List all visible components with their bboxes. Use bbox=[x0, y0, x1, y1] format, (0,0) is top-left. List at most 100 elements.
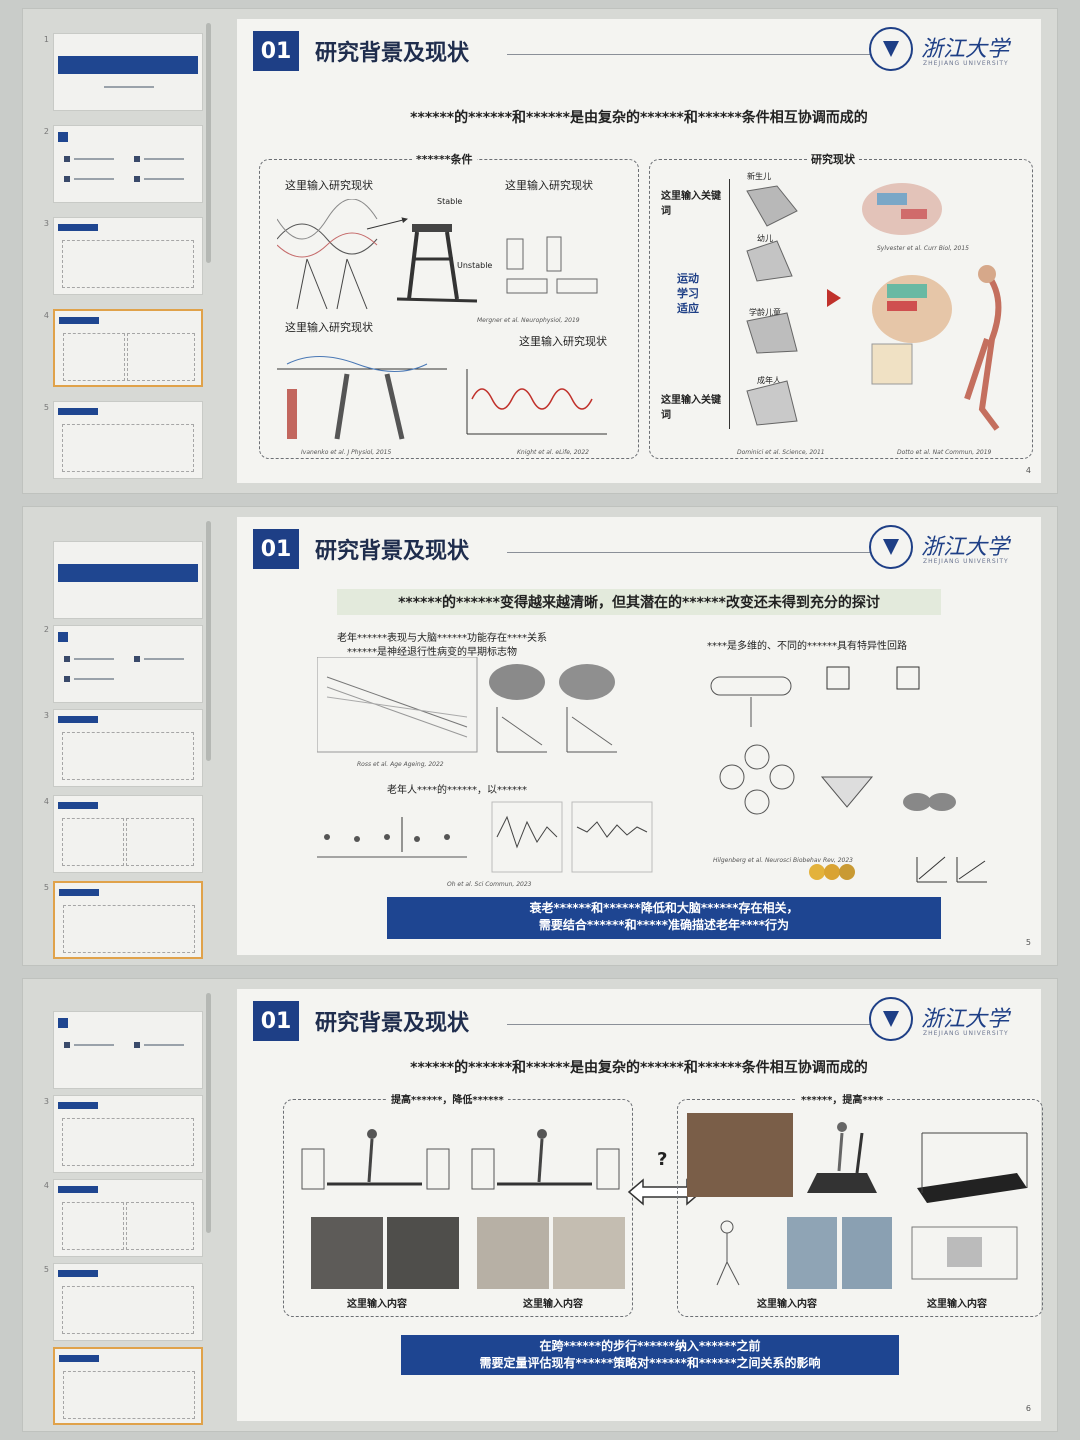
slide-thumbnail-6[interactable] bbox=[53, 1347, 203, 1425]
right-study-title: ******，提高**** bbox=[797, 1091, 888, 1106]
neural-circuit-diagram bbox=[710, 666, 987, 883]
multidimensional-label: ****是多维的、不同的******具有特异性回路 bbox=[707, 641, 907, 652]
slide-6: 01 研究背景及现状 浙江大学 ZHEJIANG UNIVERSITY ****… bbox=[237, 989, 1043, 1421]
conclusion-banner: 在跨******的步行******纳入******之前 需要定量评估现有****… bbox=[401, 1335, 899, 1375]
red-arrow-icon bbox=[827, 289, 841, 307]
citation: Hilgenberg et al. Neurosci Biobehav Rev,… bbox=[713, 857, 853, 864]
logo-subtitle: ZHEJIANG UNIVERSITY bbox=[923, 60, 1009, 67]
slide-sorter-sidebar: 3 4 5 bbox=[37, 993, 213, 1425]
conclusion-line-2: 需要结合******和*****准确描述老年****行为 bbox=[538, 918, 790, 932]
treadmill-icons bbox=[807, 1122, 1028, 1203]
slide-thumbnail-3[interactable] bbox=[53, 217, 203, 295]
biomarker-label: ******是神经退行性病变的早期标志物 bbox=[347, 647, 517, 658]
logo-name: 浙江大学 bbox=[921, 1007, 1010, 1032]
left-study-title: 提高******，降低****** bbox=[387, 1091, 508, 1106]
conditions-title: ******条件 bbox=[412, 151, 477, 167]
thumb-number: 5 bbox=[43, 403, 49, 412]
citation: Oh et al. Sci Commun, 2023 bbox=[447, 881, 532, 888]
conclusion-banner: 衰老******和******降低和大脑******存在相关， 需要结合****… bbox=[387, 897, 941, 939]
slide-subtitle: ******的******和******是由复杂的******和******条件… bbox=[410, 1060, 868, 1076]
photo-walking-1 bbox=[477, 1217, 549, 1289]
sidebar-scrollbar[interactable] bbox=[206, 993, 211, 1233]
gait-figure-sketch bbox=[277, 199, 607, 440]
research-label: 这里输入研究现状 bbox=[285, 179, 373, 192]
caption-right-2: 这里输入内容 bbox=[927, 1299, 987, 1310]
slide-thumbnail-4[interactable] bbox=[53, 1179, 203, 1257]
slide-panel-1: 1 2 3 4 5 01 研究背景及现状 浙江大学 Z bbox=[22, 8, 1058, 494]
caption-left-1: 这里输入内容 bbox=[347, 1299, 407, 1310]
university-seal-icon bbox=[869, 525, 913, 569]
conclusion-line-1: 在跨******的步行******纳入******之前 bbox=[539, 1339, 761, 1353]
stage-toddler: 幼儿 bbox=[757, 234, 773, 243]
research-status-title: 研究现状 bbox=[807, 151, 859, 167]
logo-subtitle: ZHEJIANG UNIVERSITY bbox=[923, 1030, 1009, 1037]
slide-thumbnail-1[interactable] bbox=[53, 541, 203, 619]
section-number: 01 bbox=[253, 529, 299, 569]
zju-logo: 浙江大学 ZHEJIANG UNIVERSITY bbox=[869, 997, 1019, 1045]
thumb-number: 5 bbox=[43, 883, 49, 892]
thumb-number: 4 bbox=[43, 797, 49, 806]
slide-thumbnail-2[interactable] bbox=[53, 625, 203, 703]
logo-name: 浙江大学 bbox=[921, 37, 1010, 62]
slide-thumbnail-4[interactable] bbox=[53, 795, 203, 873]
zju-logo: 浙江大学 ZHEJIANG UNIVERSITY bbox=[869, 525, 1019, 573]
walking-diagrams bbox=[716, 1217, 1018, 1289]
slide-thumbnail-4[interactable] bbox=[53, 309, 203, 387]
unstable-label: Unstable bbox=[457, 261, 493, 270]
thumb-number: 2 bbox=[43, 127, 49, 136]
development-figures bbox=[746, 185, 798, 426]
thumb-number: 5 bbox=[43, 1265, 49, 1274]
conclusion-line-1: 衰老******和******降低和大脑******存在相关， bbox=[529, 901, 799, 915]
thumb-number: 3 bbox=[43, 219, 49, 228]
slide-thumbnail-1[interactable] bbox=[53, 33, 203, 111]
slide-thumbnail-2[interactable] bbox=[53, 125, 203, 203]
slide-thumbnail-2[interactable] bbox=[53, 1011, 203, 1089]
slide-thumbnail-3[interactable] bbox=[53, 1095, 203, 1173]
question-mark: ? bbox=[657, 1149, 668, 1170]
header-divider bbox=[507, 54, 871, 55]
elderly-label: 老年人****的******，以****** bbox=[387, 785, 527, 796]
stage-newborn: 新生儿 bbox=[747, 172, 771, 181]
slide-thumbnail-5[interactable] bbox=[53, 1263, 203, 1341]
citation: Dominici et al. Science, 2011 bbox=[737, 449, 825, 456]
conclusion-line-2: 需要定量评估现有******策略对******和******之间关系的影响 bbox=[479, 1356, 821, 1370]
brain-pathway-figures bbox=[862, 183, 1002, 431]
section-number: 01 bbox=[253, 1001, 299, 1041]
citation: Mergner et al. Neurophysiol, 2019 bbox=[477, 317, 580, 324]
section-number: 01 bbox=[253, 31, 299, 71]
section-title: 研究背景及现状 bbox=[315, 1011, 470, 1036]
slide-thumbnail-3[interactable] bbox=[53, 709, 203, 787]
aging-decline-charts bbox=[317, 657, 617, 753]
caption-left-2: 这里输入内容 bbox=[523, 1299, 583, 1310]
page-number: 4 bbox=[1025, 466, 1031, 475]
keyword-label-top: 这里输入关键词 bbox=[661, 191, 721, 217]
section-title: 研究背景及现状 bbox=[315, 41, 470, 66]
page-number: 6 bbox=[1025, 1404, 1031, 1413]
sidebar-scrollbar[interactable] bbox=[206, 521, 211, 761]
header-divider bbox=[507, 552, 871, 553]
slide-sorter-sidebar: 1 2 3 4 5 bbox=[37, 23, 213, 479]
logo-name: 浙江大学 bbox=[921, 535, 1010, 560]
motor-learning-label: 运动学习适应 bbox=[677, 272, 699, 315]
photo-running-1 bbox=[311, 1217, 383, 1289]
photo-walking-2 bbox=[553, 1217, 625, 1289]
sidebar-scrollbar[interactable] bbox=[206, 23, 211, 263]
slide-thumbnail-5[interactable] bbox=[53, 881, 203, 959]
citation: Knight et al. eLife, 2022 bbox=[517, 449, 589, 456]
university-seal-icon bbox=[869, 997, 913, 1041]
section-title: 研究背景及现状 bbox=[315, 539, 470, 564]
photo-corridor bbox=[687, 1113, 793, 1197]
stage-child: 学龄儿童 bbox=[749, 308, 781, 317]
slide-thumbnail-5[interactable] bbox=[53, 401, 203, 479]
page-number: 5 bbox=[1025, 938, 1031, 947]
slide-subtitle: ******的******和******是由复杂的******和******条件… bbox=[410, 110, 868, 126]
treadmill-setups bbox=[301, 1129, 620, 1190]
citation: Ross et al. Age Ageing, 2022 bbox=[357, 761, 444, 768]
zju-logo: 浙江大学 ZHEJIANG UNIVERSITY bbox=[869, 27, 1019, 75]
slide-4: 01 研究背景及现状 浙江大学 ZHEJIANG UNIVERSITY ****… bbox=[237, 19, 1041, 483]
slide-panel-2: 2 3 4 5 01 研究背景及现状 浙江大学 ZHEJIANG UNIVERS… bbox=[22, 506, 1058, 966]
research-label: 这里输入研究现状 bbox=[505, 179, 593, 192]
thumb-number: 2 bbox=[43, 625, 49, 634]
logo-subtitle: ZHEJIANG UNIVERSITY bbox=[923, 558, 1009, 565]
photo-running-2 bbox=[387, 1217, 459, 1289]
